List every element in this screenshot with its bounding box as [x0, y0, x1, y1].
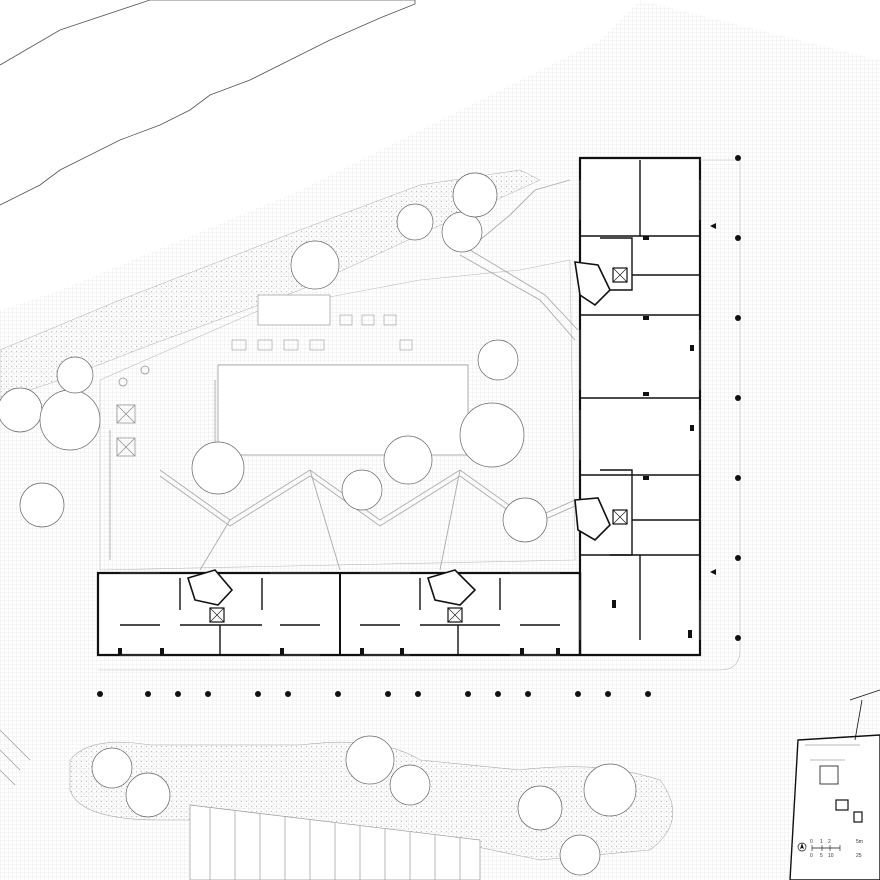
tree-canopy [19, 482, 65, 528]
tree-canopy [0, 387, 43, 433]
tree-canopy [125, 772, 171, 818]
parking [0, 729, 481, 880]
scale-sub-label: 10 [828, 853, 834, 859]
scale-sub-label: 5 [820, 853, 823, 859]
tree-canopy [290, 240, 340, 290]
tree-canopy [56, 356, 94, 394]
tree-canopy [389, 764, 431, 806]
scale-sub-label: 0 [810, 853, 813, 859]
tree-canopy [452, 172, 498, 218]
tree-canopy [559, 834, 601, 876]
corner-building-footprint [789, 734, 880, 880]
pavilion [257, 294, 331, 326]
neighbour-building [0, 0, 416, 206]
tree-canopy [341, 469, 383, 511]
tree-canopy [191, 441, 245, 495]
tree-canopy [345, 735, 395, 785]
central-lawn [217, 364, 469, 456]
piers [118, 236, 694, 655]
tree-canopy [477, 339, 519, 381]
facade-windows [120, 180, 701, 656]
scale-tick-label: 2 [828, 839, 831, 845]
scale-tick-label: 5m [856, 839, 863, 845]
scale-tick-label: 0 [810, 839, 813, 845]
interior-walls [580, 160, 700, 640]
lower-tree-canopies [91, 735, 637, 876]
l-shaped-building [96, 156, 702, 657]
tree-canopy [441, 211, 483, 253]
tree-canopy [517, 785, 563, 831]
scale-bar: 0 1 2 5m 0 5 10 25 [810, 839, 863, 859]
tree-canopy [583, 763, 637, 817]
play-equipment [116, 365, 150, 457]
tree-canopy [396, 203, 434, 241]
terrace-edge [98, 159, 741, 671]
north-arrow [797, 842, 807, 852]
tree-canopy [91, 747, 133, 789]
tree-canopy [459, 402, 525, 468]
interior-walls-south [120, 578, 560, 655]
stair-cores [186, 261, 611, 606]
scale-tick-label: 1 [820, 839, 823, 845]
column-grid [97, 155, 741, 697]
scale-sub-label: 25 [856, 853, 862, 859]
tree-canopy [502, 497, 548, 543]
elevators [209, 267, 628, 623]
benches [231, 314, 413, 351]
tree-canopies [0, 172, 548, 543]
tree-canopy [39, 389, 101, 451]
tree-canopy [383, 435, 433, 485]
entry-markers [710, 223, 716, 575]
corner-building [789, 689, 880, 880]
